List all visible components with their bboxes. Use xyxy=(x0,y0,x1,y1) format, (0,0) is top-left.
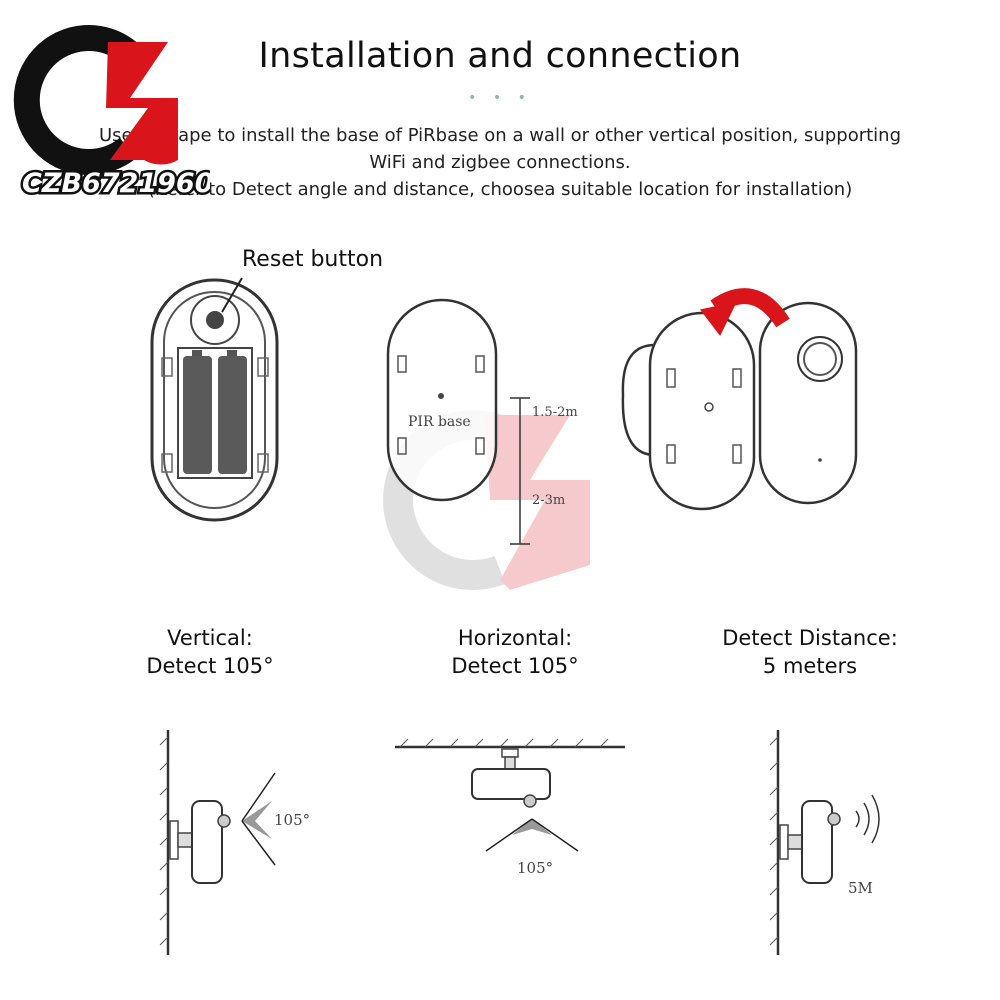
pir-base-plate xyxy=(386,298,498,502)
sensor-side-view xyxy=(801,800,833,884)
mount-arrow xyxy=(710,288,790,328)
distance-detection-diagram: 5M xyxy=(769,730,880,955)
caption-distance-value: 5 meters xyxy=(762,654,858,678)
caption-distance: Detect Distance: 5 meters xyxy=(690,624,930,680)
sensor-side-view xyxy=(191,800,223,884)
battery-1 xyxy=(183,356,212,474)
device-back-battery-diagram xyxy=(150,277,279,522)
caption-distance-title: Detect Distance: xyxy=(722,626,898,650)
signal-waves-icon xyxy=(855,794,880,844)
intro-line-2: WiFi and zigbee connections. xyxy=(369,152,631,173)
sensor-mounting-diagram xyxy=(621,288,858,511)
battery-2 xyxy=(218,356,247,474)
intro-line-3: (Refer to Detect angle and distance, cho… xyxy=(147,179,853,200)
logo-z-shape xyxy=(106,42,178,165)
distance-label: 5M xyxy=(848,879,873,897)
logo-c-shape xyxy=(13,25,137,175)
mounting-base xyxy=(648,311,756,511)
caption-horizontal-value: Detect 105° xyxy=(451,654,579,678)
brand-logo: CZB6721960 xyxy=(13,25,210,202)
caption-horizontal: Horizontal: Detect 105° xyxy=(400,624,630,680)
intro-line-1: Use 3M tape to install the base of PiRba… xyxy=(98,125,901,146)
pir-sensor-body xyxy=(758,301,858,505)
reset-button xyxy=(206,311,224,329)
caption-vertical-title: Vertical: xyxy=(167,626,253,650)
title-divider-dots: • • • xyxy=(468,90,532,106)
horizontal-angle-label: 105° xyxy=(517,859,553,877)
height-upper-label: 1.5-2m xyxy=(532,405,578,420)
page-title: Installation and connection xyxy=(258,36,742,76)
caption-vertical: Vertical: Detect 105° xyxy=(100,624,320,680)
height-lower-label: 2-3m xyxy=(532,493,565,508)
pir-base-label: PIR base xyxy=(408,414,471,430)
horizontal-detection-diagram: 105° xyxy=(395,738,625,877)
reset-button-label: Reset button xyxy=(242,247,384,272)
logo-text: CZB6721960 xyxy=(22,168,210,199)
vertical-detection-diagram: 105° xyxy=(159,730,310,955)
pir-base-diagram: PIR base 1.5-2m 2-3m xyxy=(383,298,590,590)
caption-vertical-value: Detect 105° xyxy=(146,654,274,678)
vertical-angle-label: 105° xyxy=(274,811,310,829)
caption-horizontal-title: Horizontal: xyxy=(457,626,573,650)
sensor-ceiling-view xyxy=(471,768,551,800)
